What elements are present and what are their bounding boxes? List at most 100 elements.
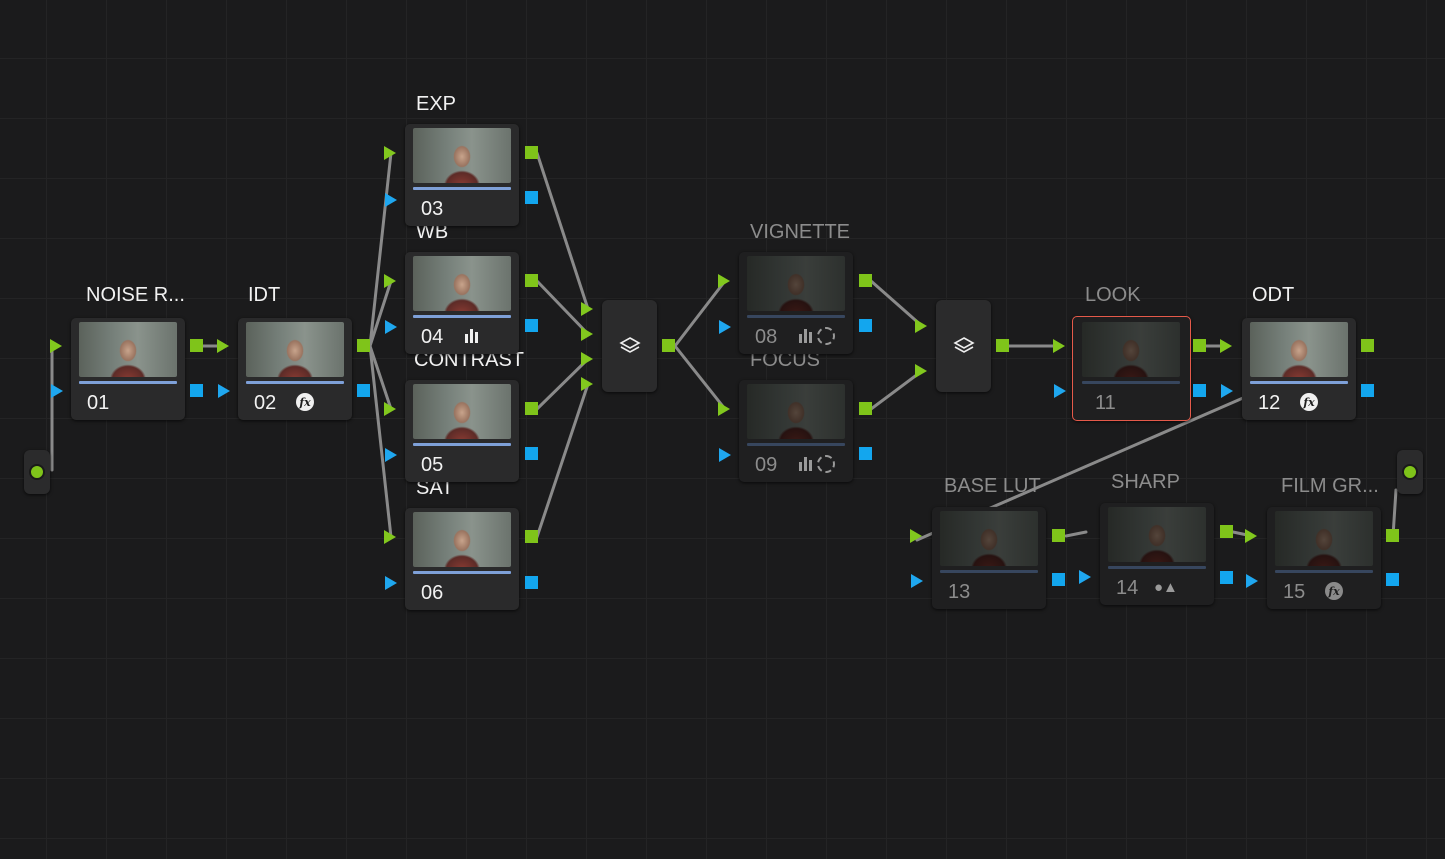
connection-wire[interactable] xyxy=(368,151,393,348)
rgb-output-port[interactable] xyxy=(662,339,675,352)
node-11[interactable]: 11 xyxy=(1072,316,1191,421)
rgb-output-port[interactable] xyxy=(525,402,538,415)
rgb-output-port[interactable] xyxy=(1386,529,1399,542)
node-status-bar xyxy=(1275,570,1373,573)
alpha-output-port[interactable] xyxy=(859,319,872,332)
connection-wire[interactable] xyxy=(368,279,393,348)
connection-wire[interactable] xyxy=(673,279,727,348)
node-15[interactable]: 15 fx xyxy=(1267,507,1381,609)
rgb-output-port[interactable] xyxy=(859,402,872,415)
rgb-output-port[interactable] xyxy=(996,339,1009,352)
alpha-input-port[interactable] xyxy=(385,320,397,334)
connection-wire[interactable] xyxy=(1391,488,1398,538)
rgb-output-port[interactable] xyxy=(190,339,203,352)
alpha-input-port[interactable] xyxy=(218,384,230,398)
alpha-input-port[interactable] xyxy=(719,320,731,334)
node-09[interactable]: 09 xyxy=(739,380,853,482)
node-01[interactable]: 01 xyxy=(71,318,185,420)
layer-mixer[interactable] xyxy=(936,300,991,392)
alpha-output-port[interactable] xyxy=(525,191,538,204)
rgb-input-port[interactable] xyxy=(384,146,396,160)
connection-wire[interactable] xyxy=(368,344,393,411)
output-dot-icon xyxy=(1402,464,1418,480)
node-02[interactable]: 02 fx xyxy=(238,318,352,420)
node-05[interactable]: 05 xyxy=(405,380,519,482)
alpha-input-port[interactable] xyxy=(51,384,63,398)
parallel-mixer[interactable] xyxy=(602,300,657,392)
output-node[interactable] xyxy=(1397,450,1423,494)
node-label-15: FILM GR... xyxy=(1281,475,1379,497)
node-number: 12 xyxy=(1258,392,1281,414)
rgb-input-port[interactable] xyxy=(50,339,62,353)
alpha-input-port[interactable] xyxy=(385,576,397,590)
rgb-input-port[interactable] xyxy=(1053,339,1065,353)
alpha-input-port[interactable] xyxy=(1054,384,1066,398)
rgb-input-port[interactable] xyxy=(581,302,593,316)
node-14[interactable]: 14 ●▲ xyxy=(1100,503,1214,605)
connection-wire[interactable] xyxy=(535,151,590,311)
node-03[interactable]: 03 xyxy=(405,124,519,226)
connection-wire[interactable] xyxy=(535,382,590,539)
node-number: 06 xyxy=(421,582,444,604)
rgb-output-port[interactable] xyxy=(525,146,538,159)
alpha-output-port[interactable] xyxy=(525,319,538,332)
connection-wire[interactable] xyxy=(869,279,924,328)
node-label-12: ODT xyxy=(1252,284,1295,306)
node-06[interactable]: 06 xyxy=(405,508,519,610)
alpha-output-port[interactable] xyxy=(859,447,872,460)
alpha-output-port[interactable] xyxy=(1386,573,1399,586)
connection-wire[interactable] xyxy=(673,344,727,411)
rgb-input-port[interactable] xyxy=(384,402,396,416)
rgb-input-port[interactable] xyxy=(384,530,396,544)
rgb-input-port[interactable] xyxy=(1245,529,1257,543)
node-12[interactable]: 12 fx xyxy=(1242,318,1356,420)
node-08[interactable]: 08 xyxy=(739,252,853,354)
rgb-input-port[interactable] xyxy=(718,274,730,288)
rgb-input-port[interactable] xyxy=(910,529,922,543)
rgb-output-port[interactable] xyxy=(525,274,538,287)
node-number: 04 xyxy=(421,326,444,348)
connection-wire[interactable] xyxy=(368,344,393,539)
rgb-output-port[interactable] xyxy=(859,274,872,287)
rgb-input-port[interactable] xyxy=(384,274,396,288)
alpha-input-port[interactable] xyxy=(911,574,923,588)
rgb-output-port[interactable] xyxy=(1193,339,1206,352)
rgb-output-port[interactable] xyxy=(1361,339,1374,352)
node-thumbnail xyxy=(747,384,845,439)
node-13[interactable]: 13 xyxy=(932,507,1046,609)
alpha-output-port[interactable] xyxy=(1052,573,1065,586)
rgb-input-port[interactable] xyxy=(915,364,927,378)
rgb-input-port[interactable] xyxy=(581,352,593,366)
alpha-input-port[interactable] xyxy=(1246,574,1258,588)
rgb-input-port[interactable] xyxy=(1220,339,1232,353)
alpha-output-port[interactable] xyxy=(1193,384,1206,397)
connection-wire[interactable] xyxy=(1064,530,1088,538)
rgb-input-port[interactable] xyxy=(718,402,730,416)
alpha-input-port[interactable] xyxy=(719,448,731,462)
node-status-bar xyxy=(79,381,177,384)
rgb-output-port[interactable] xyxy=(1220,525,1233,538)
alpha-output-port[interactable] xyxy=(1220,571,1233,584)
rgb-input-port[interactable] xyxy=(581,377,593,391)
alpha-input-port[interactable] xyxy=(1221,384,1233,398)
alpha-output-port[interactable] xyxy=(1361,384,1374,397)
rgb-output-port[interactable] xyxy=(525,530,538,543)
alpha-input-port[interactable] xyxy=(1079,570,1091,584)
rgb-output-port[interactable] xyxy=(1052,529,1065,542)
alpha-input-port[interactable] xyxy=(385,193,397,207)
node-04[interactable]: 04 xyxy=(405,252,519,354)
alpha-output-port[interactable] xyxy=(525,447,538,460)
connection-wire[interactable] xyxy=(869,369,924,411)
alpha-output-port[interactable] xyxy=(190,384,203,397)
rgb-input-port[interactable] xyxy=(915,319,927,333)
rgb-output-port[interactable] xyxy=(357,339,370,352)
alpha-output-port[interactable] xyxy=(357,384,370,397)
connection-wire[interactable] xyxy=(535,357,590,411)
source-input[interactable] xyxy=(24,450,50,494)
alpha-output-port[interactable] xyxy=(525,576,538,589)
connection-wire[interactable] xyxy=(535,279,590,336)
alpha-input-port[interactable] xyxy=(385,448,397,462)
rgb-input-port[interactable] xyxy=(581,327,593,341)
rgb-input-port[interactable] xyxy=(217,339,229,353)
